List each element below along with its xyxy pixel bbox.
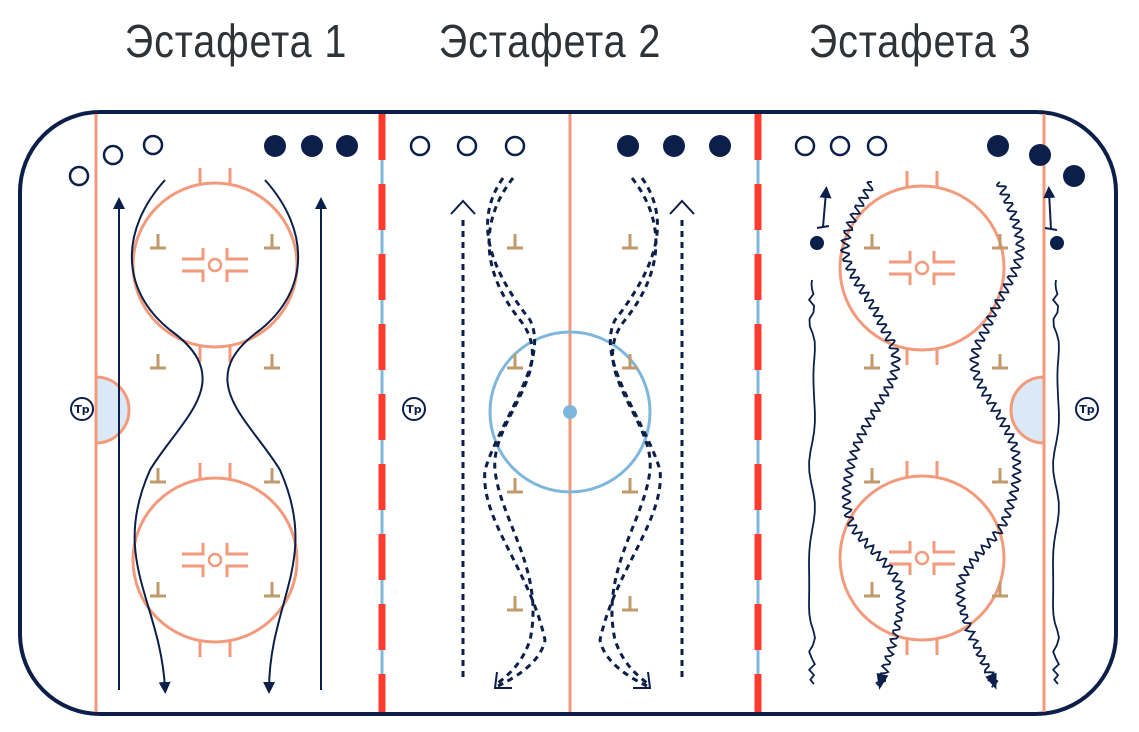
relay-1-team-filled [264, 135, 358, 157]
relay-1-title: Эстафета 1 [124, 15, 348, 67]
cone-marker [507, 478, 523, 494]
relay-2-team-filled [617, 135, 731, 157]
cone-marker [864, 582, 880, 598]
relay-3-weave-right-arrowhead [985, 672, 997, 690]
relay-3-weave-right [955, 181, 1026, 688]
goal-crease-right [1009, 375, 1046, 445]
coach-label-right: Тр [1079, 403, 1095, 416]
cone-marker [264, 582, 280, 598]
coach-label-center: Тр [406, 403, 422, 416]
cone-marker [864, 234, 880, 250]
cone-marker [622, 596, 638, 612]
coach-marker-left: Тр [70, 397, 94, 421]
faceoff-circle-right-bottom [838, 461, 1006, 655]
relay-3-weave-left [839, 180, 907, 687]
cone-marker [622, 478, 638, 494]
cone-marker [622, 354, 638, 370]
relay-3-paths [807, 180, 1060, 690]
goal-crease-left [94, 375, 131, 445]
coach-marker-right: Тр [1075, 397, 1099, 421]
cone-marker [507, 354, 523, 370]
center-circle [488, 330, 652, 494]
relay-3-team-open [794, 135, 888, 157]
cone-marker [264, 234, 280, 250]
relay-3-title: Эстафета 3 [808, 15, 1032, 67]
relay-1-weave-right [226, 179, 300, 694]
coach-marker-center: Тр [402, 397, 426, 421]
cone-marker [150, 354, 166, 370]
faceoff-circle-right-top [838, 171, 1006, 365]
relay-2-dash-right-inner-b [598, 177, 662, 688]
cone-marker [150, 468, 166, 484]
cone-marker [150, 234, 166, 250]
relay-2-chevron-right [669, 199, 695, 215]
relay-1-paths [113, 179, 327, 694]
relay-2-end-left [493, 671, 512, 689]
relay-2-paths [461, 177, 684, 688]
relay-3-straight-left [807, 279, 816, 685]
relay-1-team-open [68, 134, 164, 187]
cone-marker [992, 468, 1008, 484]
relay-3-straight-right [1051, 279, 1060, 685]
relay-3-weave-left-arrowhead [876, 673, 889, 690]
relay-2-end-right [633, 671, 652, 689]
faceoff-circle-left-bottom [131, 463, 299, 657]
cone-marker [992, 234, 1008, 250]
relay-3-team-filled [987, 135, 1085, 187]
cone-marker [864, 354, 880, 370]
cone-marker [507, 596, 523, 612]
cone-marker [992, 354, 1008, 370]
relay-2-dash-left-inner-b [483, 177, 547, 688]
relay-2-arrowheads [450, 199, 695, 689]
relay-1-weave-left [130, 179, 204, 694]
cone-markers [150, 234, 1008, 612]
cone-marker [507, 234, 523, 250]
cone-marker [864, 468, 880, 484]
relay-2-title: Эстафета 2 [438, 15, 662, 67]
relay-2-chevron-left [450, 199, 476, 215]
coach-label-left: Тр [74, 403, 90, 416]
cone-marker [992, 582, 1008, 598]
center-faceoff-dot [563, 405, 577, 419]
cone-marker [622, 234, 638, 250]
relay-2-team-open [409, 135, 526, 157]
cone-marker [264, 468, 280, 484]
cone-marker [150, 582, 166, 598]
relay-3-start-markers [810, 186, 1064, 250]
cone-marker [264, 354, 280, 370]
